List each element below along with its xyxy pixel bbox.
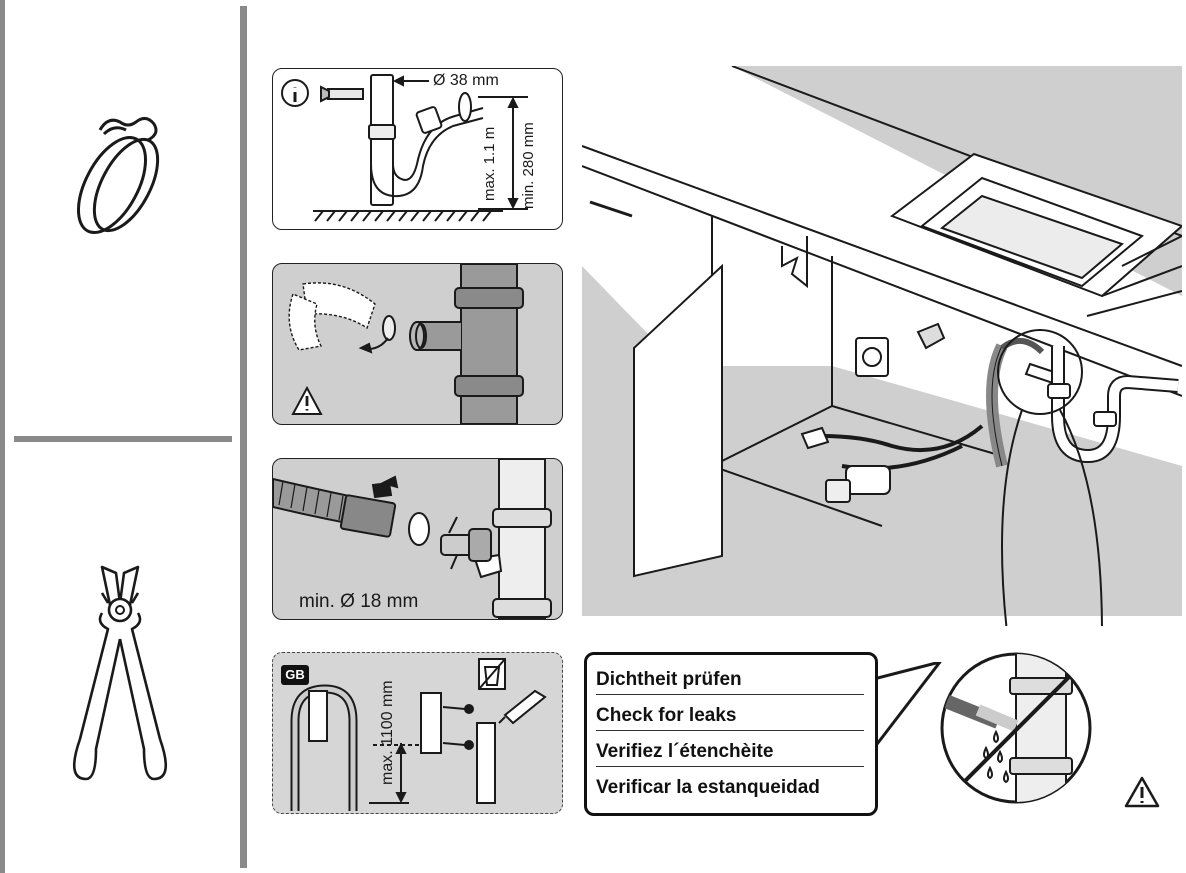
waste-bin-icon bbox=[483, 666, 501, 686]
side-cutters-icon bbox=[60, 555, 180, 785]
callout-line-fr: Verifiez l´étenchèite bbox=[596, 741, 864, 767]
connect-hose-panel: min. Ø 18 mm bbox=[272, 458, 563, 620]
tool-divider bbox=[14, 436, 232, 442]
column-divider bbox=[240, 6, 247, 868]
siphon-panel: Ø 38 mm max. 1.1 m min. 280 mm bbox=[272, 68, 563, 230]
no-leak-icon bbox=[938, 648, 1108, 813]
pipe-diameter-label: Ø 38 mm bbox=[433, 72, 499, 89]
under-sink-scene bbox=[581, 65, 1184, 633]
callout-pointer bbox=[861, 660, 962, 763]
hose-clamp-icon bbox=[60, 110, 180, 250]
warning-triangle-icon bbox=[291, 385, 323, 415]
callout-line-es: Verificar la estanqueidad bbox=[596, 777, 820, 798]
gb-mounting-panel: GB max. 1100 mm bbox=[272, 652, 563, 814]
info-icon-circle bbox=[281, 79, 309, 107]
leak-check-callout: Dichtheit prüfen Check for leaks Verifie… bbox=[584, 652, 878, 816]
callout-line-en: Check for leaks bbox=[596, 705, 864, 731]
min-height-label: min. 280 mm bbox=[520, 122, 537, 209]
remove-hose-panel bbox=[272, 263, 563, 425]
max-height-mm-label: max. 1100 mm bbox=[379, 680, 396, 785]
left-edge-bar bbox=[0, 0, 5, 873]
callout-line-de: Dichtheit prüfen bbox=[596, 669, 864, 695]
warning-triangle-icon bbox=[1122, 774, 1162, 815]
max-height-label: max. 1.1 m bbox=[481, 126, 498, 201]
hose-diameter-label: min. Ø 18 mm bbox=[299, 591, 419, 612]
region-badge: GB bbox=[281, 665, 309, 685]
